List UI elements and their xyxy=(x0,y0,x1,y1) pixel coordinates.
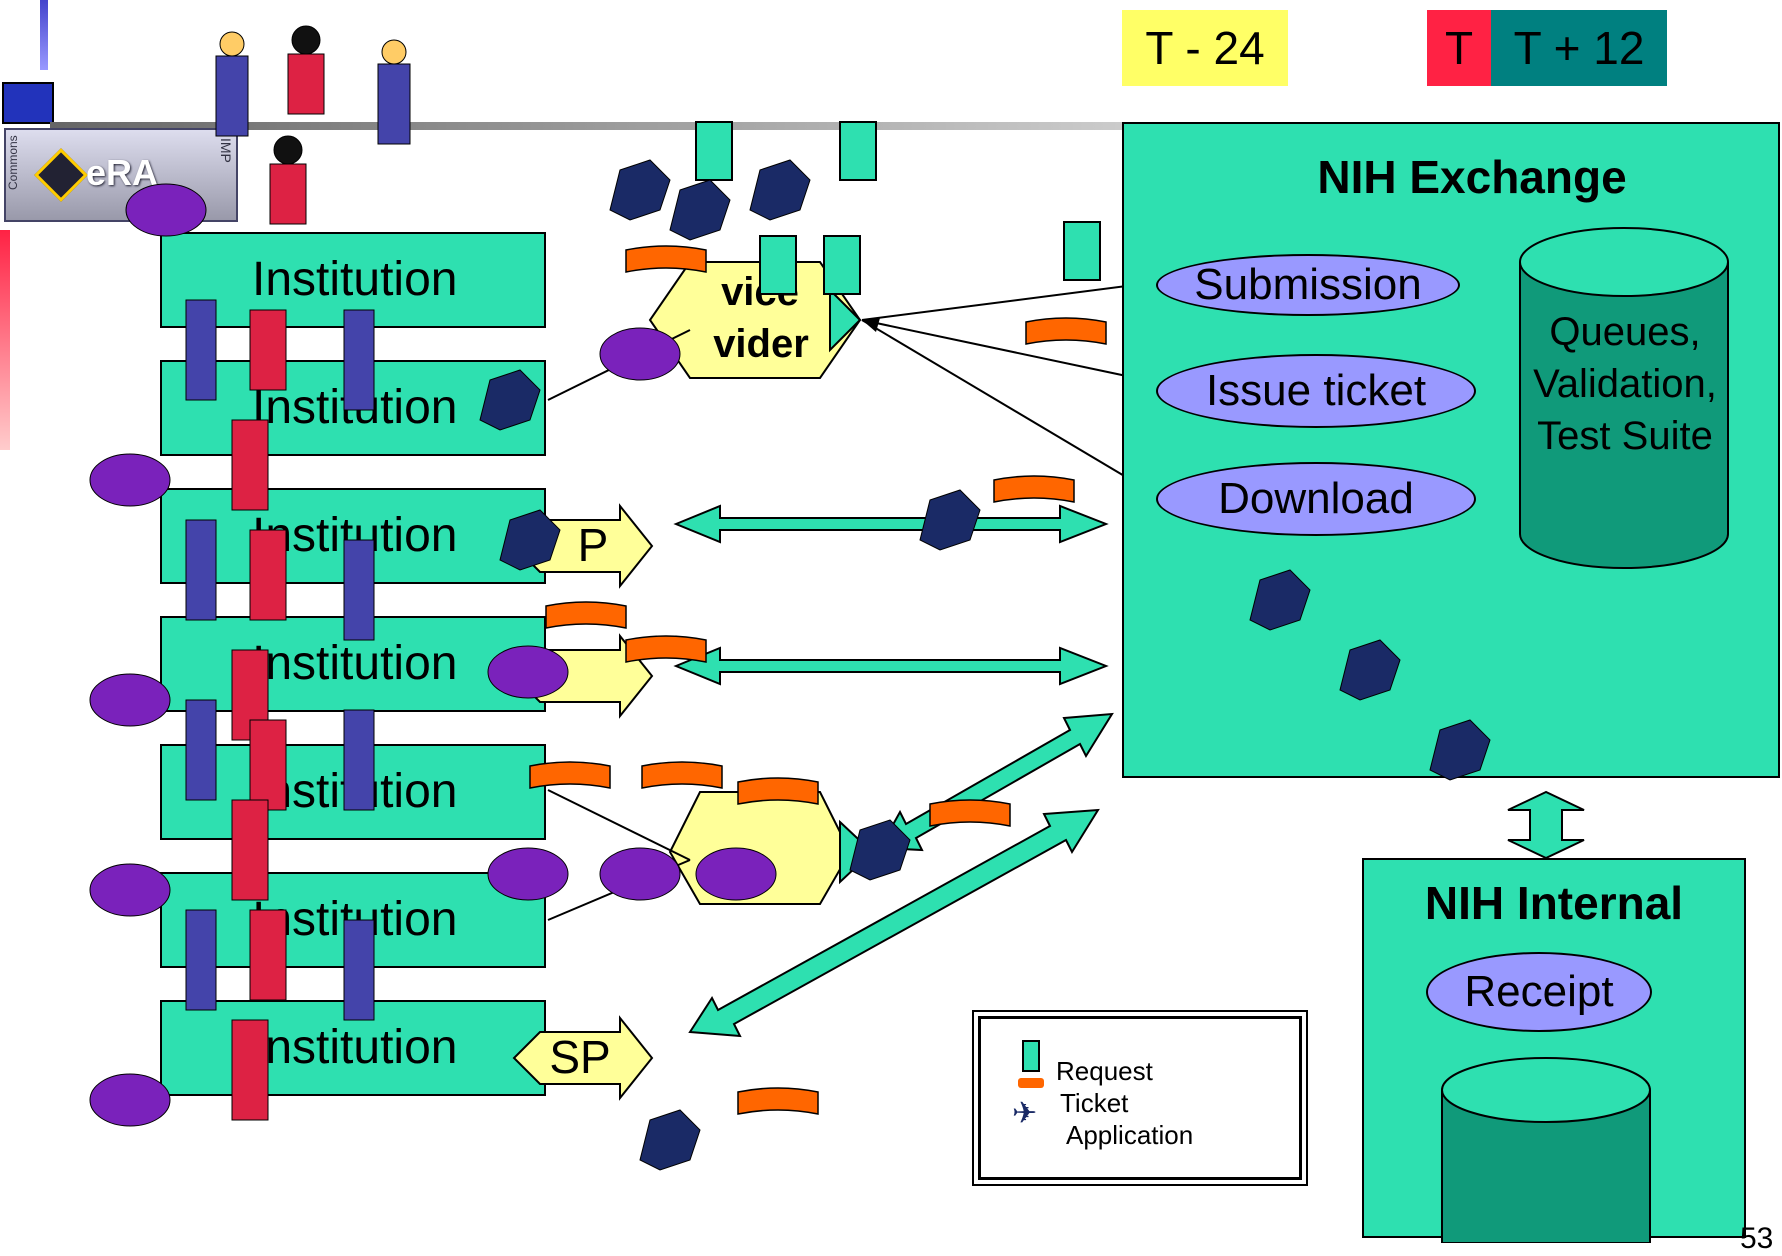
service-provider-line2: vider xyxy=(713,322,809,366)
runner-icon: ✈ xyxy=(1012,1097,1038,1130)
application-runner xyxy=(639,1109,701,1171)
ticket-flag xyxy=(929,799,1011,827)
arrowhead-sp-back xyxy=(862,318,880,332)
application-runner xyxy=(479,369,541,431)
request-scroll xyxy=(839,121,877,181)
sp-tag-7 xyxy=(512,1015,654,1101)
application-runner xyxy=(919,489,981,551)
double-arrow-row3 xyxy=(673,504,1109,544)
application-runner xyxy=(849,819,911,881)
legend-ticket: Ticket xyxy=(1060,1088,1129,1118)
sp-label-row7: SP xyxy=(549,1031,611,1083)
queue-line3: Test Suite xyxy=(1537,414,1713,458)
ticket-flag xyxy=(737,1087,819,1115)
application-runner xyxy=(749,159,811,221)
person-group-top xyxy=(215,25,411,225)
request-icon xyxy=(1022,1040,1040,1072)
timeline-t: T xyxy=(1427,10,1491,86)
application-runner xyxy=(669,179,731,241)
ticket-icon xyxy=(1018,1078,1044,1088)
double-arrow-row4 xyxy=(673,646,1109,686)
request-scroll xyxy=(695,121,733,181)
application-runner xyxy=(499,509,561,571)
request-scroll xyxy=(823,235,861,295)
request-scroll xyxy=(759,235,797,295)
logo-text: eRA xyxy=(86,152,159,193)
application-runner xyxy=(1339,639,1401,701)
page-number: 53 xyxy=(1740,1222,1774,1255)
queue-line2: Validation, xyxy=(1533,362,1717,406)
legend-application: Application xyxy=(1066,1120,1194,1150)
queue-line1: Queues, xyxy=(1549,310,1701,354)
request-scroll xyxy=(1063,221,1101,281)
ticket-flag xyxy=(737,777,819,805)
ticket-flag xyxy=(625,245,707,273)
timeline-t-plus: T + 12 xyxy=(1491,10,1667,86)
slide-accent-square xyxy=(2,82,54,124)
sp-label-row3: P xyxy=(577,519,609,571)
slide-accent-bar xyxy=(40,0,48,70)
double-arrow-row7 xyxy=(688,808,1100,1038)
institution-1: Institution xyxy=(160,232,546,328)
line-to-submission xyxy=(861,281,1159,321)
person-group-mid xyxy=(185,299,375,1121)
issue-ticket-oval: Issue ticket xyxy=(1156,354,1476,428)
computer-icons xyxy=(89,183,777,1127)
line-to-download xyxy=(861,319,1159,497)
slide-accent-red-bar xyxy=(0,230,10,450)
submission-oval: Submission xyxy=(1156,254,1460,316)
ticket-flag xyxy=(993,475,1075,503)
ticket-flag xyxy=(545,601,627,629)
download-oval: Download xyxy=(1156,462,1476,536)
timeline-t-minus: T - 24 xyxy=(1122,10,1288,86)
slide-header-rule xyxy=(50,122,1130,130)
line-row6-a xyxy=(547,789,691,861)
ticket-flag xyxy=(625,635,707,663)
ticket-flag xyxy=(1025,317,1107,345)
line-to-issue-ticket xyxy=(861,319,1156,383)
era-logo: Commons eRA IMP xyxy=(4,128,238,222)
ticket-flag xyxy=(529,761,611,789)
institution-7: Institution xyxy=(160,1000,546,1096)
service-provider-arrow xyxy=(829,287,862,353)
application-runner xyxy=(1429,719,1491,781)
application-runner xyxy=(1249,569,1311,631)
ticket-flag xyxy=(641,761,723,789)
receipt-oval: Receipt xyxy=(1426,952,1652,1032)
nih-exchange-title: NIH Exchange xyxy=(1317,151,1627,203)
legend-request: Request xyxy=(1056,1056,1153,1086)
nih-internal-title: NIH Internal xyxy=(1424,877,1684,929)
logo-side-text-right: IMP xyxy=(218,138,234,163)
application-runner xyxy=(609,159,671,221)
service-provider-hexagon xyxy=(648,261,862,379)
